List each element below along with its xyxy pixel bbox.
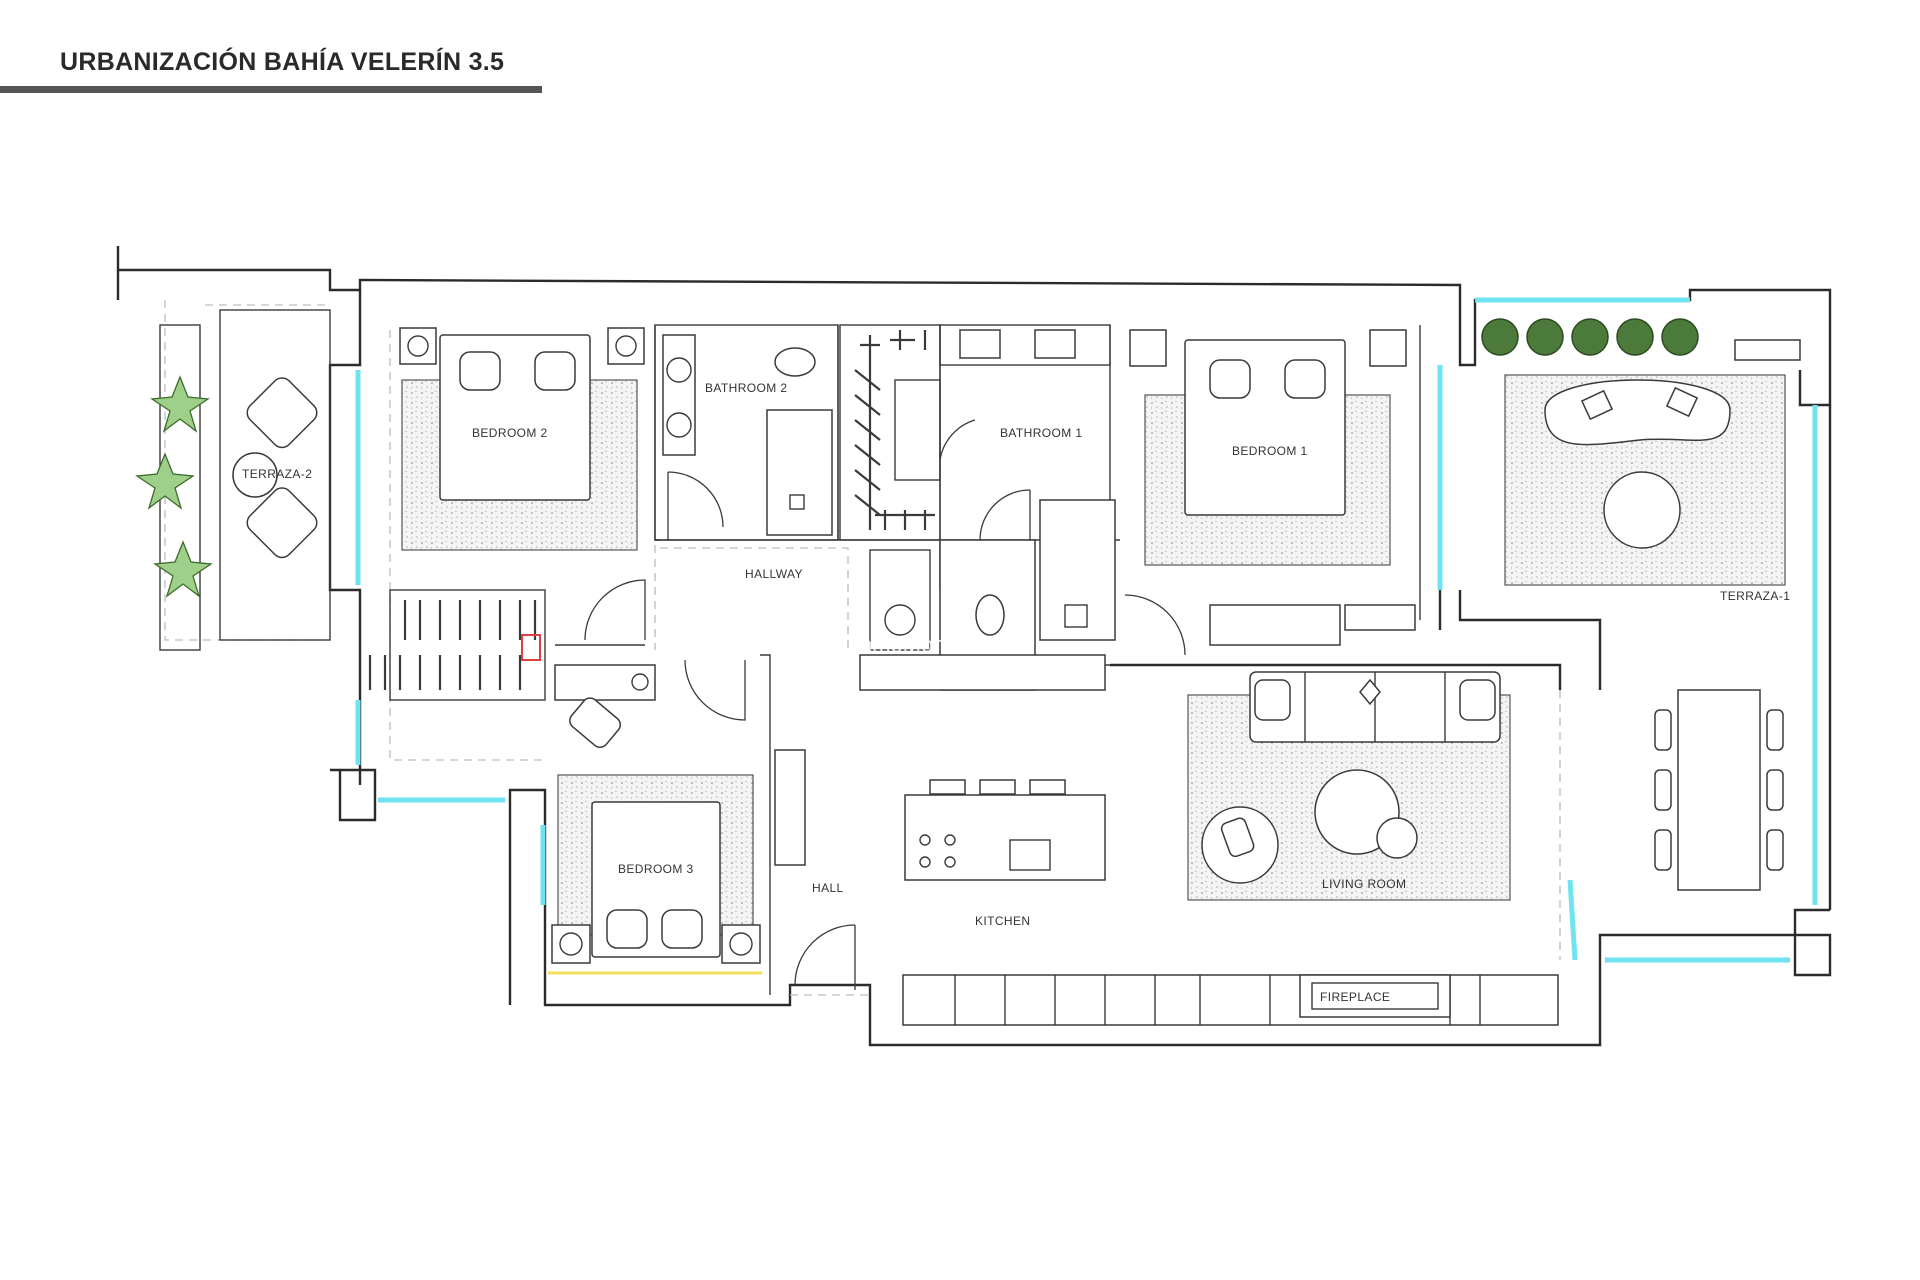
hall: HALL — [774, 749, 856, 990]
bedroom-3: BEDROOM 3 — [548, 774, 762, 975]
room-label-living-room: LIVING ROOM — [1322, 877, 1406, 891]
room-label-bedroom-3: BEDROOM 3 — [618, 862, 694, 876]
room-label-hallway: HALLWAY — [745, 567, 803, 581]
terraza-1: TERRAZA-1 — [1481, 318, 1801, 891]
room-label-bathroom-2: BATHROOM 2 — [705, 381, 787, 395]
room-label-bedroom-2: BEDROOM 2 — [472, 426, 548, 440]
hallway: HALLWAY — [554, 549, 1106, 749]
room-label-terraza-2: TERRAZA-2 — [242, 467, 312, 481]
bedroom-2: BEDROOM 2 — [399, 327, 645, 551]
outer-walls — [116, 246, 1832, 1047]
room-label-kitchen: KITCHEN — [975, 914, 1030, 928]
planter-plants — [135, 375, 213, 598]
laundry-appliance — [869, 549, 931, 651]
watermark-text: inmoMomento — [855, 632, 994, 657]
glazing — [355, 297, 1818, 963]
room-label-hall: HALL — [812, 881, 844, 895]
hedge-shrubs — [1481, 318, 1699, 356]
terraza-2: TERRAZA-2 — [135, 309, 331, 651]
room-label-bedroom-1: BEDROOM 1 — [1232, 444, 1308, 458]
wardrobe-bedroom-2 — [368, 589, 546, 701]
living-room: LIVING ROOM — [1187, 671, 1511, 901]
room-label-terraza-1: TERRAZA-1 — [1720, 589, 1790, 603]
lounge-chair — [232, 377, 318, 559]
kitchen-counter — [902, 974, 1559, 1026]
page-title: URBANIZACIÓN BAHÍA VELERÍN 3.5 — [60, 48, 505, 76]
walk-in-wardrobe — [839, 324, 941, 541]
title-underline — [0, 86, 542, 93]
bedroom-1: BEDROOM 1 — [1124, 329, 1416, 656]
dining-table — [1654, 689, 1784, 891]
fireplace: FIREPLACE — [1299, 974, 1451, 1018]
kitchen: KITCHEN FIREPLACE — [902, 779, 1559, 1026]
room-label-bathroom-1: BATHROOM 1 — [1000, 426, 1082, 440]
room-label-fireplace: FIREPLACE — [1320, 990, 1390, 1004]
bathroom-2: BATHROOM 2 — [654, 324, 839, 541]
